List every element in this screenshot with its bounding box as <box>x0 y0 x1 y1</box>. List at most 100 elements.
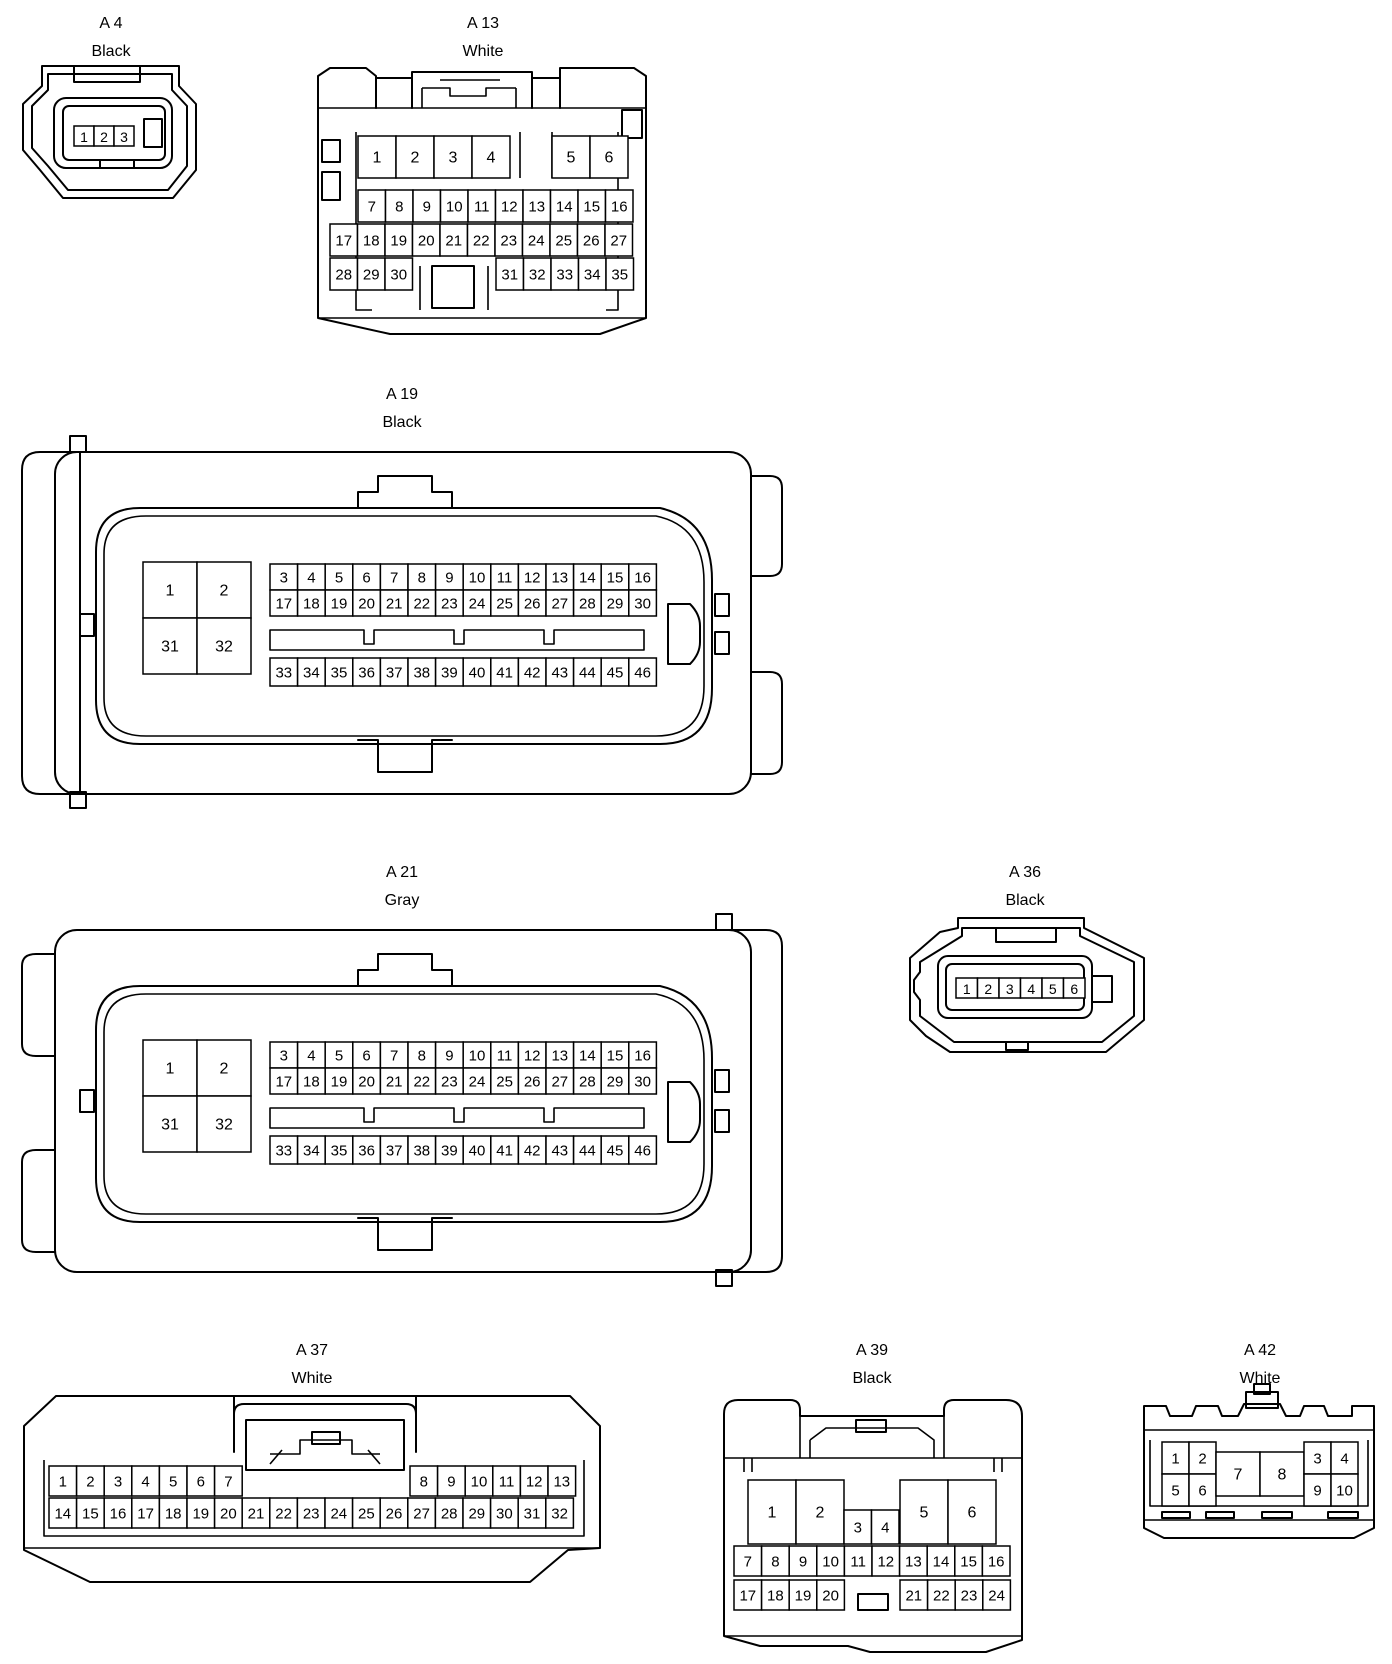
pin-7: 7 <box>357 189 387 223</box>
pin-number: 5 <box>920 1505 929 1522</box>
pin-number: 33 <box>275 1143 292 1160</box>
pin-number: 6 <box>362 1048 370 1065</box>
pin-2: 2 <box>1188 1441 1217 1475</box>
pin-6: 6 <box>589 135 629 179</box>
pin-number: 13 <box>905 1554 922 1571</box>
pin-number: 41 <box>496 1143 513 1160</box>
pin-2: 2 <box>795 1479 845 1545</box>
pin-25: 25 <box>490 589 520 617</box>
pin-number: 44 <box>579 1143 596 1160</box>
pin-43: 43 <box>545 1135 575 1165</box>
pin-number: 19 <box>390 233 407 250</box>
pin-number: 35 <box>611 267 628 284</box>
pin-number: 16 <box>988 1554 1005 1571</box>
pin-8: 8 <box>409 1465 439 1497</box>
pin-number: 18 <box>303 596 320 613</box>
connector-color: Black <box>852 1370 892 1387</box>
pin-26: 26 <box>517 589 547 617</box>
pin-6: 6 <box>352 1041 382 1069</box>
pin-13: 13 <box>547 1465 577 1497</box>
pin-number: 42 <box>524 665 541 682</box>
pin-32: 32 <box>522 257 552 291</box>
pin-44: 44 <box>572 1135 602 1165</box>
pin-3: 3 <box>103 1465 133 1497</box>
pin-number: 27 <box>551 1074 568 1091</box>
pin-number: 42 <box>524 1143 541 1160</box>
pin-number: 4 <box>307 1048 315 1065</box>
pin-8: 8 <box>407 1041 437 1069</box>
pin-39: 39 <box>434 657 464 687</box>
pin-4: 4 <box>471 135 511 179</box>
pin-23: 23 <box>434 1067 464 1095</box>
pin-13: 13 <box>545 563 575 591</box>
connector-name: A 19 <box>386 386 418 403</box>
connector-name: A 37 <box>296 1342 328 1359</box>
pin-20: 20 <box>352 589 382 617</box>
pin-11: 11 <box>843 1545 873 1577</box>
pin-9: 9 <box>434 1041 464 1069</box>
pin-34: 34 <box>577 257 607 291</box>
pin-35: 35 <box>324 1135 354 1165</box>
pin-number: 22 <box>275 1506 292 1523</box>
pin-18: 18 <box>760 1579 790 1611</box>
connector-color: White <box>292 1370 333 1387</box>
pin-21: 21 <box>379 589 409 617</box>
pin-20: 20 <box>352 1067 382 1095</box>
pin-number: 19 <box>795 1588 812 1605</box>
pin-number: 10 <box>471 1474 488 1491</box>
pin-32: 32 <box>196 1095 252 1153</box>
connector-color: White <box>463 43 504 60</box>
pin-8: 8 <box>384 189 414 223</box>
pin-number: 3 <box>280 1048 288 1065</box>
pin-12: 12 <box>519 1465 549 1497</box>
pin-number: 1 <box>373 150 382 167</box>
pin-17: 17 <box>269 589 299 617</box>
connector-name: A 42 <box>1244 1342 1276 1359</box>
pin-4: 4 <box>296 563 326 591</box>
pin-number: 32 <box>551 1506 568 1523</box>
pin-31: 31 <box>495 257 525 291</box>
pin-number: 2 <box>86 1474 94 1491</box>
pin-4: 4 <box>1019 977 1043 999</box>
pin-29: 29 <box>462 1497 492 1529</box>
pin-number: 10 <box>469 1048 486 1065</box>
pin-number: 1 <box>166 1061 175 1078</box>
pin-number: 43 <box>551 665 568 682</box>
pin-3: 3 <box>113 125 135 147</box>
pin-number: 25 <box>555 233 572 250</box>
pin-number: 29 <box>468 1506 485 1523</box>
pin-number: 13 <box>528 199 545 216</box>
pin-5: 5 <box>158 1465 188 1497</box>
pin-number: 7 <box>390 570 398 587</box>
pin-24: 24 <box>324 1497 354 1529</box>
pin-number: 43 <box>551 1143 568 1160</box>
pin-number: 34 <box>584 267 601 284</box>
pin-8: 8 <box>760 1545 790 1577</box>
pin-15: 15 <box>600 563 630 591</box>
connector-name: A 4 <box>99 15 122 32</box>
pin-29: 29 <box>356 257 386 291</box>
pin-15: 15 <box>75 1497 105 1529</box>
pin-number: 11 <box>497 1048 513 1065</box>
pin-41: 41 <box>490 657 520 687</box>
pin-20: 20 <box>213 1497 243 1529</box>
pin-31: 31 <box>142 1095 198 1153</box>
pin-1: 1 <box>73 125 95 147</box>
pin-number: 23 <box>441 1074 458 1091</box>
pin-37: 37 <box>379 657 409 687</box>
pin-number: 5 <box>335 1048 343 1065</box>
